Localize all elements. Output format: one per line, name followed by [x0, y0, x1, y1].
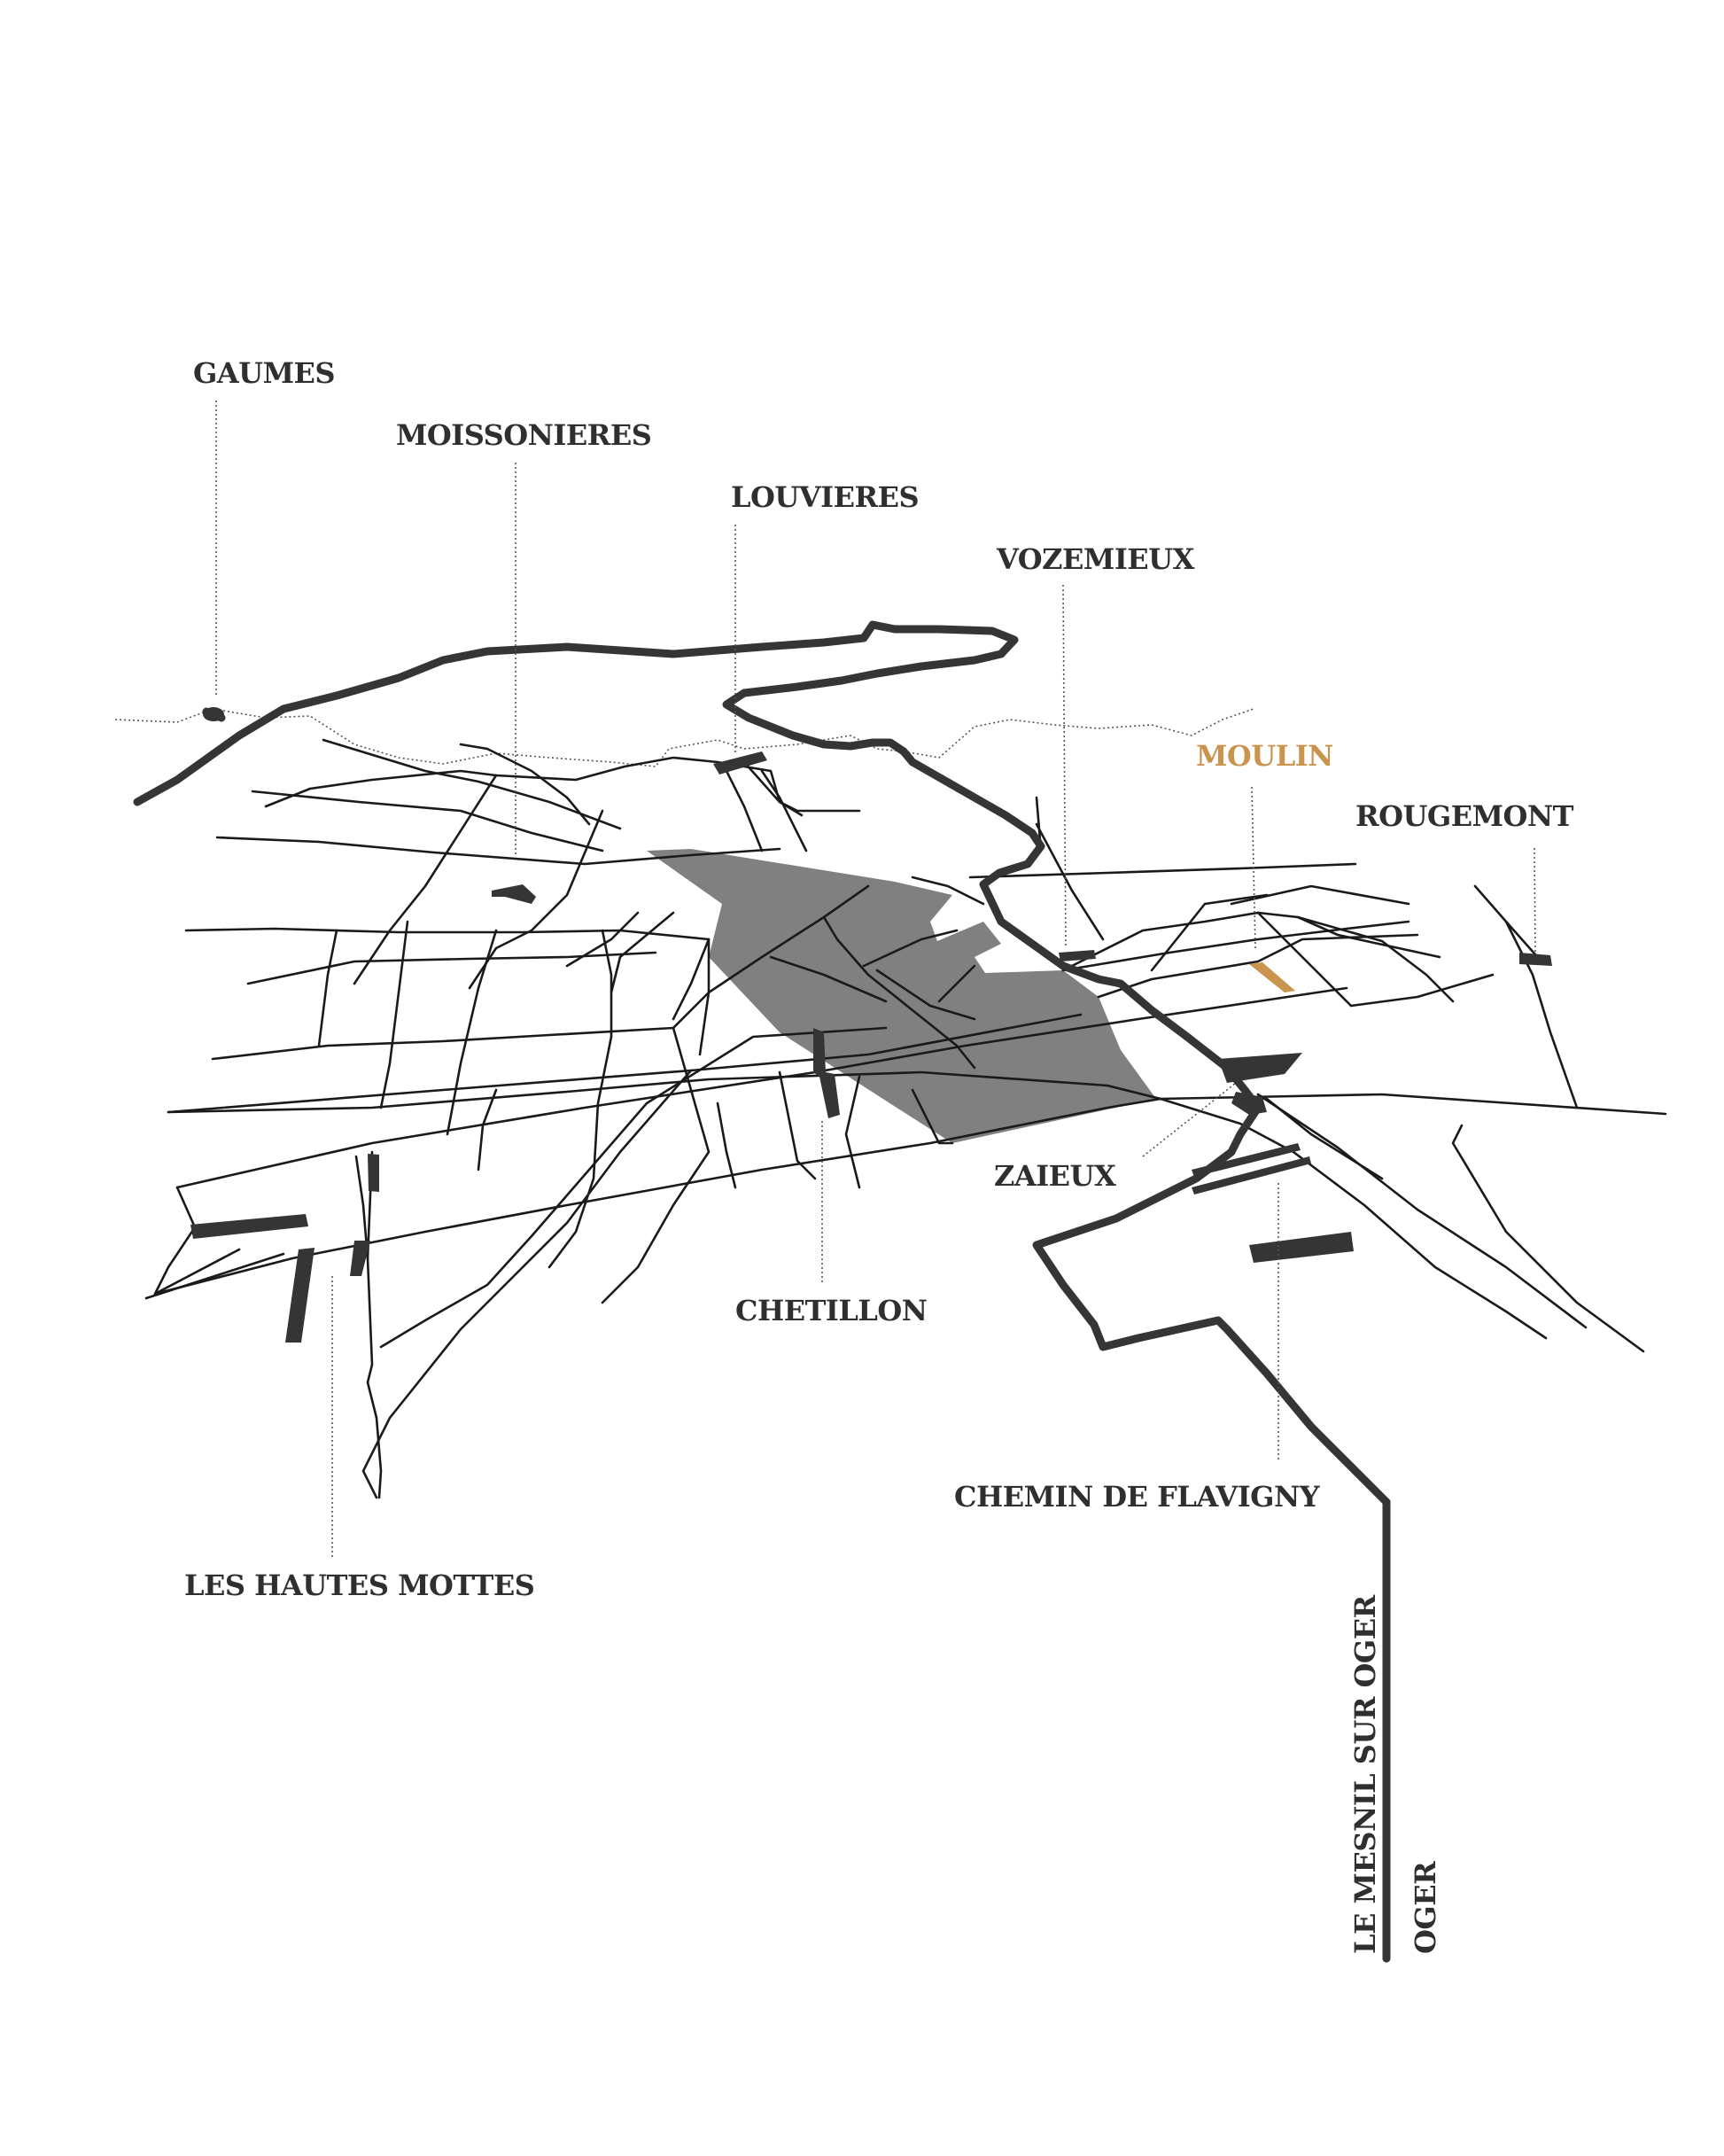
- label-vozemieux: VOZEMIEUX: [996, 542, 1195, 576]
- label-moulin: MOULIN: [1196, 739, 1333, 773]
- parcel-moissonieres: [492, 884, 536, 904]
- parcel-vozemieux: [1059, 950, 1096, 961]
- label-moissonieres: MOISSONIERES: [396, 418, 651, 452]
- parcel-chemin-flavigny-3: [1249, 1232, 1354, 1263]
- parcel-zaieux-b: [1231, 1092, 1267, 1115]
- label-louvieres: LOUVIERES: [731, 480, 919, 514]
- junction-dot: [203, 707, 224, 721]
- parcels: [190, 751, 1552, 1343]
- parcel-hautes-mottes-2: [368, 1154, 379, 1192]
- label-oger: OGER: [1409, 1861, 1442, 1954]
- parcel-chetillon: [813, 1028, 840, 1118]
- leader-lines: [215, 401, 1536, 1560]
- main-road-north: [133, 620, 1391, 1963]
- parcel-moulin: [1249, 962, 1295, 992]
- parcel-hautes-mottes-3: [350, 1241, 370, 1276]
- label-rougemont: ROUGEMONT: [1355, 799, 1574, 833]
- parcel-rougemont: [1519, 953, 1552, 966]
- label-les-hautes-mottes: LES HAUTES MOTTES: [184, 1568, 534, 1602]
- label-chemin-de-flavigny: CHEMIN DE FLAVIGNY: [954, 1480, 1321, 1514]
- label-zaieux: ZAIEUX: [994, 1159, 1116, 1193]
- label-gaumes: GAUMES: [193, 356, 335, 390]
- parcel-hautes-mottes-4: [285, 1248, 315, 1343]
- parcel-hautes-mottes-1: [190, 1214, 308, 1239]
- village-area: [647, 849, 1156, 1143]
- road-network: [144, 738, 1667, 1499]
- parcel-louvieres: [713, 751, 767, 774]
- label-le-mesnil-sur-oger: LE MESNIL SUR OGER: [1348, 1594, 1382, 1954]
- label-chetillon: CHETILLON: [735, 1294, 928, 1327]
- parcel-zaieux-a: [1218, 1053, 1302, 1083]
- parcel-chemin-flavigny-1: [1192, 1143, 1301, 1177]
- parcel-chemin-flavigny-2: [1192, 1156, 1311, 1195]
